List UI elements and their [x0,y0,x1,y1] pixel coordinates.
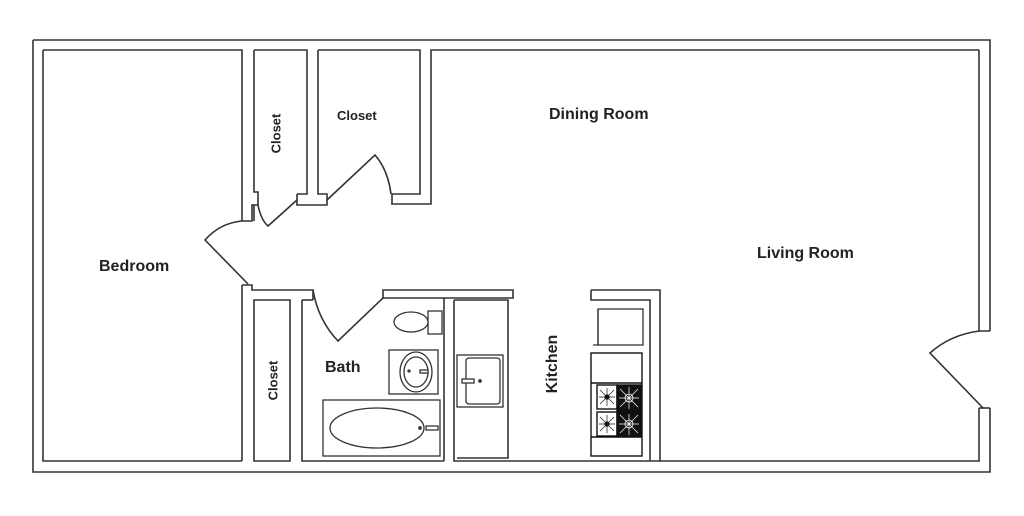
closet-bottom-left-walls [253,289,444,462]
bathtub-icon [322,399,441,457]
bedroom-label: Bedroom [99,258,170,275]
living-room-label: Living Room [757,245,854,262]
bath-walls [443,298,660,462]
kitchen-sink-icon [456,354,504,408]
kitchen-walls [590,289,661,461]
closet-top-label: Closet [337,108,377,123]
dining-room-label: Dining Room [549,106,649,123]
refrigerator-icon [593,308,644,346]
front-door [928,330,984,409]
bath-door [312,289,514,343]
toilet-icon [393,310,443,335]
closet-top-left-label: Closet [268,113,284,154]
bath-label: Bath [325,359,361,376]
stove-icon [590,352,643,457]
kitchen-label: Kitchen [544,334,561,394]
closet-doors-top [257,153,392,228]
closet-bottom-left-label: Closet [265,360,281,401]
bedroom-door [203,220,249,285]
bathroom-sink-icon [388,349,439,395]
bedroom-wall [241,204,254,461]
